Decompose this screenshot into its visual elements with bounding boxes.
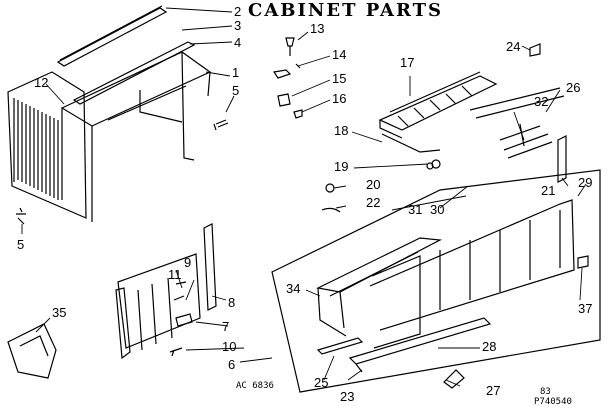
callout-27: 27 xyxy=(486,383,501,398)
cabinet-grille-part xyxy=(8,72,86,218)
callout-32: 32 xyxy=(534,94,549,109)
clip-part xyxy=(530,44,540,56)
callout-30: 30 xyxy=(430,202,445,217)
callout-13: 13 xyxy=(310,21,325,36)
callout-11: 11 xyxy=(168,267,182,282)
callout-5-lower: 5 xyxy=(17,237,25,252)
callout-19: 19 xyxy=(334,159,349,174)
angle-bracket-part xyxy=(204,224,216,310)
callout-22: 22 xyxy=(366,195,381,210)
control-small-parts xyxy=(322,134,440,212)
callout-3: 3 xyxy=(234,18,242,33)
cabinet-shell-part xyxy=(62,52,210,222)
callout-16: 16 xyxy=(332,91,347,106)
page-title: CABINET PARTS xyxy=(248,0,443,21)
callout-14: 14 xyxy=(332,47,347,62)
callout-12: 12 xyxy=(34,75,49,90)
diagram-id: P740540 xyxy=(534,397,572,407)
callout-5: 5 xyxy=(232,83,240,98)
callout-20: 20 xyxy=(366,177,381,192)
callout-29: 29 xyxy=(578,175,593,190)
gasket-frame-part xyxy=(318,238,440,336)
callout-18: 18 xyxy=(334,123,349,138)
callout-37: 37 xyxy=(578,301,593,316)
instruction-card-part xyxy=(578,256,588,268)
mounting-screw-part xyxy=(170,348,182,356)
callout-6: 6 xyxy=(228,357,236,372)
latch-parts xyxy=(444,370,464,388)
callout-34: 34 xyxy=(286,281,301,296)
top-rail-part xyxy=(58,6,194,104)
art-code: AC 6836 xyxy=(236,381,274,391)
curtain-hardware-parts xyxy=(470,88,566,182)
window-panel-assembly-part xyxy=(272,170,600,392)
callout-21: 21 xyxy=(541,183,556,198)
callout-24: 24 xyxy=(506,39,521,54)
callout-26: 26 xyxy=(566,80,581,95)
leader-lines xyxy=(22,8,586,386)
callout-9: 9 xyxy=(184,255,192,270)
callout-8: 8 xyxy=(228,295,236,310)
screw-part xyxy=(16,120,228,224)
callout-15: 15 xyxy=(332,71,347,86)
side-panel-part xyxy=(116,254,200,358)
callout-2: 2 xyxy=(234,4,242,19)
callout-7: 7 xyxy=(222,319,230,334)
callout-10: 10 xyxy=(222,339,237,354)
hardware-parts xyxy=(274,38,302,118)
callout-35: 35 xyxy=(52,305,67,320)
revision-number: 83 xyxy=(540,387,551,397)
seal-part xyxy=(8,324,56,378)
callout-17: 17 xyxy=(400,55,415,70)
callout-28: 28 xyxy=(482,339,497,354)
callout-23: 23 xyxy=(340,389,355,404)
callout-4: 4 xyxy=(234,35,242,50)
louver-assembly-part xyxy=(380,72,496,138)
callout-25: 25 xyxy=(314,375,329,390)
callout-1: 1 xyxy=(232,65,240,80)
callout-31: 31 xyxy=(408,202,423,217)
